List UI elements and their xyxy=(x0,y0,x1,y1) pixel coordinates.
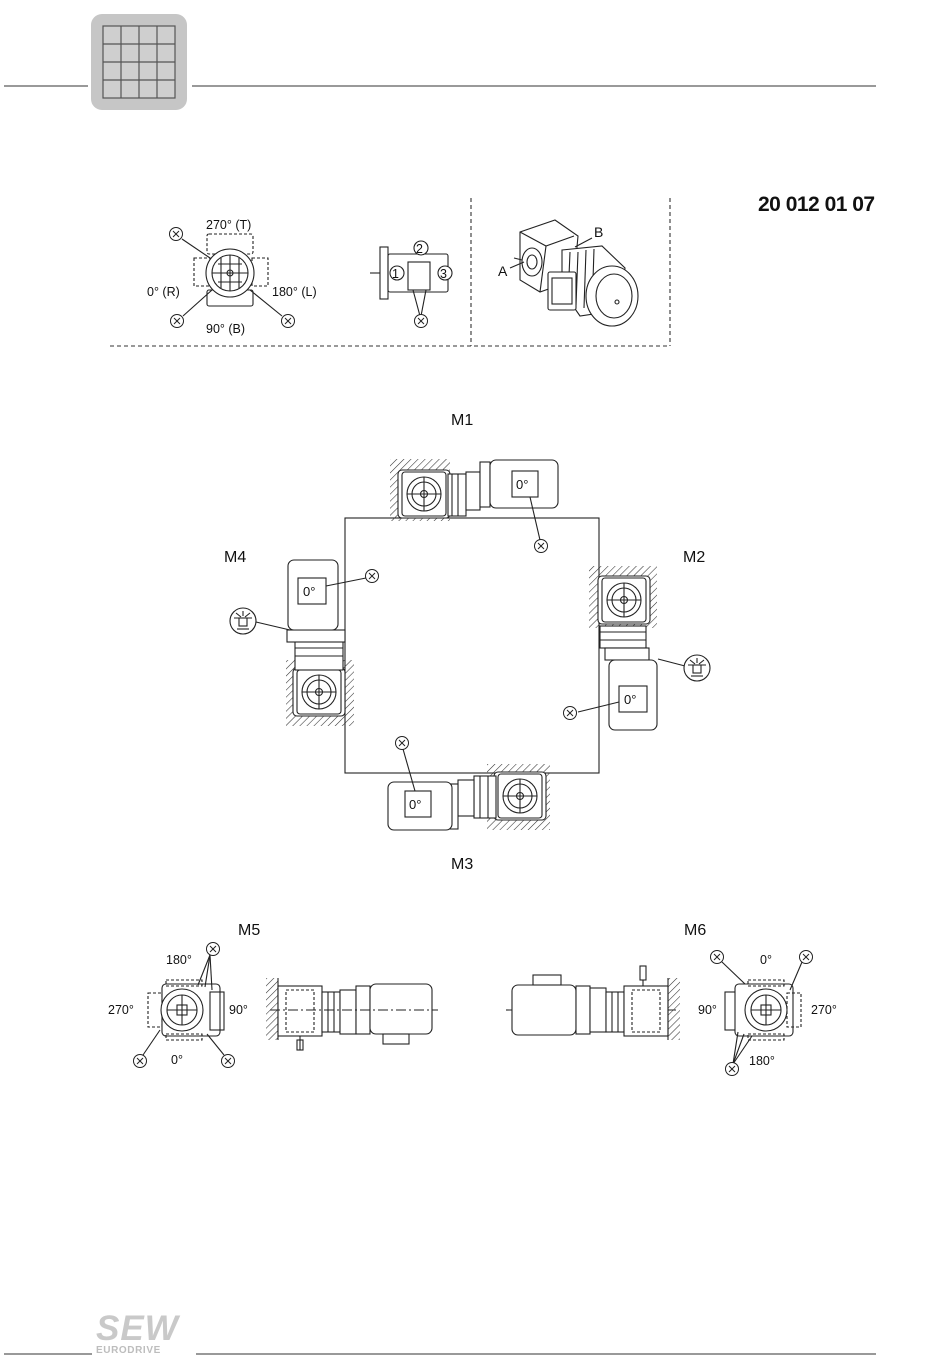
motor-m3 xyxy=(388,749,550,830)
x-mark-icon xyxy=(535,540,548,553)
legend-270-label: 270° (T) xyxy=(206,218,251,232)
x-mark-icon xyxy=(366,570,379,583)
m5-270-label: 270° xyxy=(108,1003,134,1017)
terminal-box-positions-figure xyxy=(182,234,282,316)
m5-180-label: 180° xyxy=(166,953,192,967)
m3-terminal-label: 0° xyxy=(409,797,421,812)
x-mark-icon xyxy=(800,951,813,964)
m2-terminal-label: 0° xyxy=(624,692,636,707)
x-mark-icon xyxy=(134,1055,147,1068)
m5-side-view xyxy=(266,978,438,1050)
breather-valve-icon xyxy=(230,608,256,634)
position-m1-label: M1 xyxy=(451,412,473,429)
x-mark-icon xyxy=(170,228,183,241)
x-mark-icon xyxy=(726,1063,739,1076)
m4-terminal-label: 0° xyxy=(303,584,315,599)
motor-3d-figure xyxy=(510,220,638,326)
motor-m1 xyxy=(390,459,558,540)
m6-180-label: 180° xyxy=(749,1054,775,1068)
position-m2-label: M2 xyxy=(683,549,705,566)
side-b-label: B xyxy=(594,224,603,240)
m5-90-label: 90° xyxy=(229,1003,248,1017)
position-m6-label: M6 xyxy=(684,922,706,939)
m5-0-label: 0° xyxy=(171,1053,183,1067)
position-m5-label: M5 xyxy=(238,922,260,939)
position-m3-label: M3 xyxy=(451,856,473,873)
breather-valve-icon xyxy=(684,655,710,681)
m6-0-label: 0° xyxy=(760,953,772,967)
side-a-label: A xyxy=(498,263,508,279)
m6-90-label: 90° xyxy=(698,1003,717,1017)
cable-entry-2-label: 2 xyxy=(416,242,423,256)
legend-180-label: 180° (L) xyxy=(272,285,317,299)
x-mark-icon xyxy=(415,315,428,328)
x-mark-icon xyxy=(711,951,724,964)
m1-terminal-label: 0° xyxy=(516,477,528,492)
legend-0-label: 0° (R) xyxy=(147,285,180,299)
m5-face-view xyxy=(143,955,224,1055)
sew-eurodrive-logo: SEW EURODRIVE xyxy=(96,1312,192,1356)
position-m4-label: M4 xyxy=(224,549,246,566)
m6-270-label: 270° xyxy=(811,1003,837,1017)
legend-90-label: 90° (B) xyxy=(206,322,245,336)
x-mark-icon xyxy=(396,737,409,750)
x-mark-icon xyxy=(207,943,220,956)
x-mark-icon xyxy=(282,315,295,328)
m6-side-view xyxy=(506,966,680,1040)
x-mark-icon xyxy=(564,707,577,720)
cable-entry-3-label: 3 xyxy=(440,267,447,281)
mounting-surface xyxy=(345,518,599,773)
x-mark-icon xyxy=(222,1055,235,1068)
x-mark-icon xyxy=(171,315,184,328)
cable-entry-1-label: 1 xyxy=(392,267,399,281)
brand-name: SEW xyxy=(96,1312,192,1346)
m6-face-view xyxy=(722,962,802,1064)
